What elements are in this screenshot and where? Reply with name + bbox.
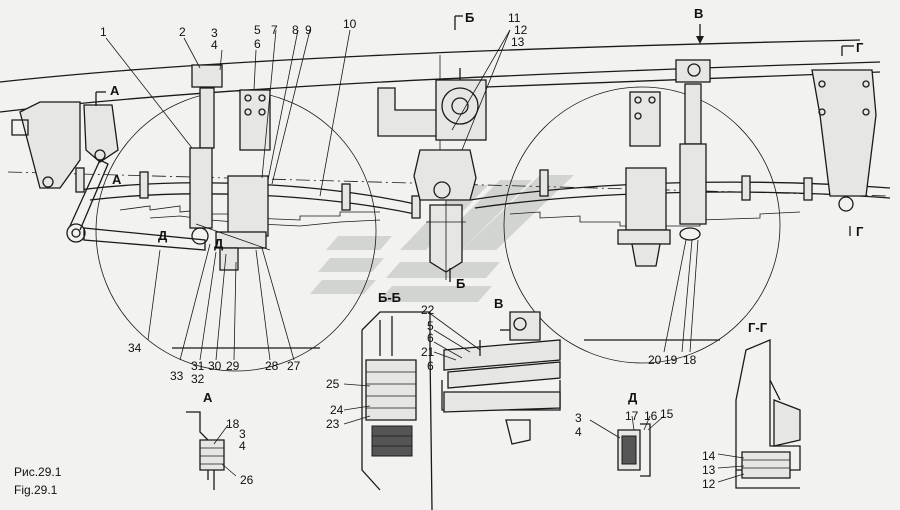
section-title-v: В xyxy=(494,296,503,311)
callout-32: 32 xyxy=(191,372,205,386)
view-marker-v: В xyxy=(694,6,703,21)
caption-en: Fig.29.1 xyxy=(14,483,58,497)
view-marker-d-right: Д xyxy=(214,236,224,251)
callout-6: 6 xyxy=(254,37,261,51)
section-marker-b-bottom: Б xyxy=(456,276,465,291)
view-indicator-v: В xyxy=(694,6,704,44)
callout-14: 14 xyxy=(702,449,716,463)
callout-25: 25 xyxy=(326,377,340,391)
section-title-d: Д xyxy=(628,390,638,405)
view-marker-d-left: Д xyxy=(158,228,168,243)
callout-34: 34 xyxy=(128,341,142,355)
callout-12-top: 12 xyxy=(514,23,528,37)
callout-13: 13 xyxy=(702,463,716,477)
callout-3-a: 3 xyxy=(239,427,246,441)
callout-11: 11 xyxy=(508,11,521,25)
rear-axle-clamp xyxy=(617,167,671,267)
callout-30: 30 xyxy=(208,359,222,373)
section-title-gg: Г-Г xyxy=(748,320,768,335)
section-view-bb: Б-Б xyxy=(361,290,433,510)
callout-9: 9 xyxy=(305,23,312,37)
callout-4: 4 xyxy=(211,38,218,52)
rear-spring-bracket xyxy=(811,69,877,212)
callout-5-sec: 5 xyxy=(427,319,434,333)
callout-numbers: 1 2 3 4 5 6 7 8 9 10 11 12 13 34 33 31 3… xyxy=(100,11,716,491)
section-marker-a-top: А xyxy=(110,83,120,98)
callout-7: 7 xyxy=(271,23,278,37)
callout-33: 33 xyxy=(170,369,184,383)
callout-2: 2 xyxy=(179,25,186,39)
section-marker-a-bottom: А xyxy=(112,172,122,187)
section-view-gg: Г-Г xyxy=(735,320,801,489)
reaction-rod xyxy=(66,159,206,251)
callout-5: 5 xyxy=(254,23,261,37)
callout-31: 31 xyxy=(191,359,205,373)
callout-6-sec: 6 xyxy=(427,331,434,345)
callout-1: 1 xyxy=(100,25,107,39)
callout-29: 29 xyxy=(226,359,240,373)
view-indicator-d: Д Д xyxy=(158,228,224,251)
section-view-d: Д xyxy=(617,390,651,477)
callout-16: 16 xyxy=(644,409,658,423)
callout-24: 24 xyxy=(330,403,344,417)
section-indicator-a: А А xyxy=(95,83,122,187)
callout-4-a: 4 xyxy=(239,439,246,453)
section-title-a: А xyxy=(203,390,213,405)
callout-13-top: 13 xyxy=(511,35,525,49)
callout-15: 15 xyxy=(660,407,674,421)
section-leader-lines xyxy=(213,311,745,483)
callout-12: 12 xyxy=(702,477,716,491)
callout-26: 26 xyxy=(240,473,254,487)
spring-u-bolts xyxy=(75,167,813,219)
leader-lines xyxy=(105,29,699,361)
callout-6-sec-b: 6 xyxy=(427,359,434,373)
callout-8: 8 xyxy=(292,23,299,37)
callout-3: 3 xyxy=(211,26,218,40)
callout-21: 21 xyxy=(421,345,435,359)
caption-ru: Рис.29.1 xyxy=(14,465,62,479)
section-marker-g-bottom: Г xyxy=(856,224,864,239)
callout-18-main: 18 xyxy=(683,353,697,367)
rear-wheel-outline xyxy=(503,86,781,364)
section-title-bb: Б-Б xyxy=(378,290,401,305)
front-axle-clamp xyxy=(195,175,271,271)
front-shock-absorber xyxy=(189,64,223,245)
section-indicator-b: Б Б xyxy=(449,10,474,291)
callout-4-d: 4 xyxy=(575,425,582,439)
callout-19: 19 xyxy=(664,353,678,367)
section-view-a: А xyxy=(186,390,225,490)
callout-10: 10 xyxy=(343,17,357,31)
callout-3-d: 3 xyxy=(575,411,582,425)
callout-28: 28 xyxy=(265,359,279,373)
section-marker-b-top: Б xyxy=(465,10,474,25)
ground-line xyxy=(172,339,720,349)
callout-23: 23 xyxy=(326,417,340,431)
section-indicator-g: Г Г xyxy=(841,40,864,239)
figure-caption: Рис.29.1 Fig.29.1 xyxy=(14,465,62,497)
section-view-v: В xyxy=(441,296,561,445)
rear-shock-absorber xyxy=(629,59,711,241)
callout-22: 22 xyxy=(421,303,435,317)
callout-18-a: 18 xyxy=(226,417,240,431)
callout-20: 20 xyxy=(648,353,662,367)
section-marker-g-top: Г xyxy=(856,40,864,55)
callout-27: 27 xyxy=(287,359,301,373)
callout-17: 17 xyxy=(625,409,639,423)
front-spring-bracket xyxy=(11,101,119,189)
front-upper-bracket xyxy=(239,89,271,151)
balancer-assembly xyxy=(377,79,487,280)
